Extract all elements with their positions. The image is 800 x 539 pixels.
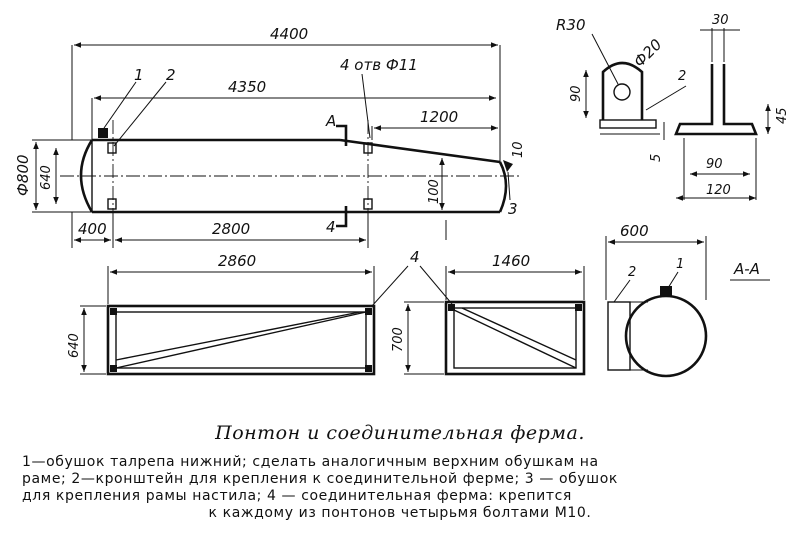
- dim-label-800: Ф800: [14, 154, 32, 196]
- dim-label-45: 45: [775, 107, 790, 124]
- dim-label-r30: R30: [556, 16, 586, 34]
- dim-label-100: 100: [427, 179, 442, 204]
- callout-4: 4: [410, 248, 420, 266]
- dim-2800: 400 2800: [71, 212, 369, 248]
- dim-label-10: 10: [511, 141, 526, 158]
- section-callout-2: 2: [628, 265, 636, 280]
- callout-3: 3: [508, 200, 518, 218]
- callout-2: 2: [166, 66, 176, 84]
- bracket-detail: R30 Ф20 90 30 2 5 90 120 45: [556, 13, 790, 201]
- dim-label-700: 700: [391, 327, 406, 352]
- pontoon-side-view: [60, 120, 520, 232]
- legend-line-1: 1—обушок талрепа нижний; сделать аналоги…: [22, 454, 599, 470]
- dim-label-90: 90: [706, 157, 723, 172]
- dim-label-30: 30: [712, 13, 729, 28]
- dim-4400: 4400: [71, 25, 501, 162]
- section-a-a: 600 2 1 А-А: [605, 222, 770, 378]
- dim-1200: 1200: [371, 108, 498, 140]
- dim-label-1460: 1460: [492, 252, 530, 270]
- dim-label-4400: 4400: [270, 25, 308, 43]
- bracket-top: [107, 142, 117, 154]
- dim-label-2800: 2800: [212, 220, 250, 238]
- dim-label-120: 120: [706, 183, 731, 198]
- callout-1: 1: [134, 66, 144, 84]
- dim-diameter: Ф800 640: [14, 139, 92, 213]
- dim-4350: 4350: [91, 78, 496, 140]
- dim-label-90-vert: 90: [569, 85, 584, 102]
- dim-label-truss-640: 640: [67, 333, 82, 358]
- holes-label: 4 отв Ф11: [340, 56, 418, 74]
- section-mark-top: А: [325, 112, 336, 130]
- frame-view: 1460 700: [391, 252, 586, 376]
- dim-label-1200: 1200: [420, 108, 458, 126]
- figure-caption: Понтон и соединительная ферма.: [215, 422, 585, 444]
- dim-label-2860: 2860: [218, 252, 256, 270]
- pontoon-drawing: 4400 4350 1200 4 отв Ф11 А 4 Ф800 640 10…: [14, 13, 790, 378]
- legend-line-4: к каждому из понтонов четырьмя болтами М…: [208, 505, 592, 521]
- legend-line-2: раме; 2—кронштейн для крепления к соедин…: [22, 471, 618, 487]
- section-title: А-А: [733, 260, 760, 278]
- truss-view: 2860 640: [67, 252, 376, 376]
- dim-label-600: 600: [620, 222, 649, 240]
- section-mark-bottom: 4: [326, 218, 336, 236]
- bracket-bottom: [107, 198, 117, 210]
- dim-label-400: 400: [78, 220, 107, 238]
- figure-legend: 1—обушок талрепа нижний; сделать аналоги…: [22, 454, 778, 522]
- bracket-callout-2: 2: [678, 69, 686, 84]
- legend-line-3: для крепления рамы настила; 4 — соединит…: [22, 488, 572, 504]
- lug-3: [503, 160, 513, 172]
- dim-label-5: 5: [649, 154, 664, 162]
- section-callout-1: 1: [676, 257, 684, 272]
- dim-label-4350: 4350: [228, 78, 266, 96]
- dim-label-640: 640: [39, 165, 54, 190]
- lug-1: [98, 128, 108, 138]
